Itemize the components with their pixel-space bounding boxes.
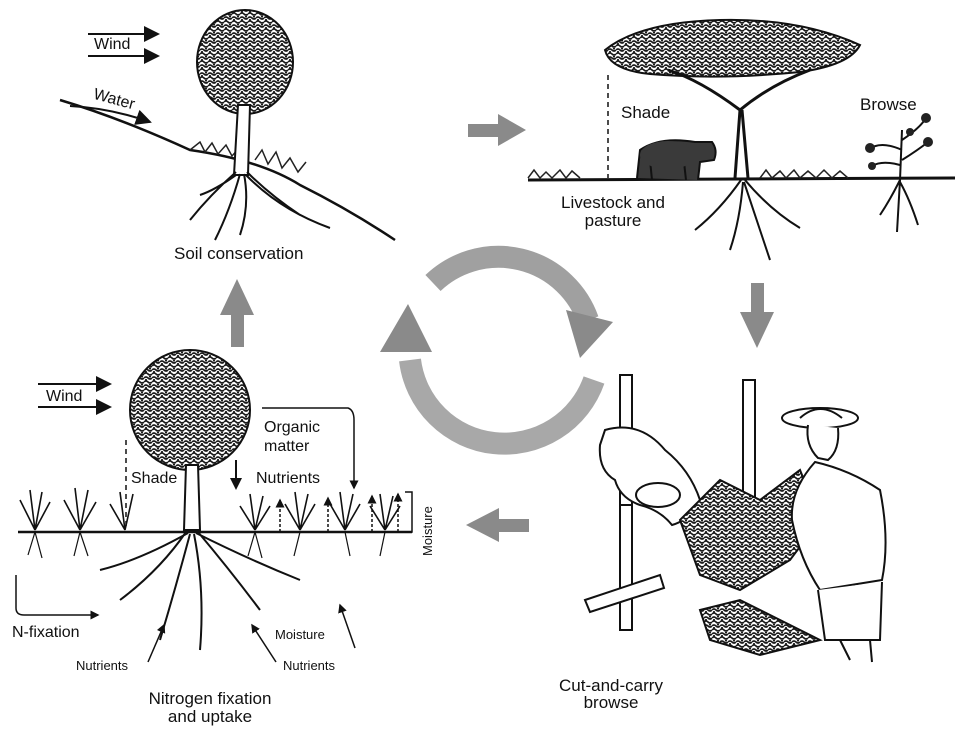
soil-wind-label: Wind (94, 36, 130, 54)
livestock-caption-line1: Livestock and (553, 193, 673, 213)
cycle-arrows (380, 257, 613, 444)
nitrogen-caption-line2: and uptake (120, 708, 300, 726)
soil-conservation-caption: Soil conservation (174, 244, 303, 264)
organic-matter-line2: matter (264, 437, 320, 456)
moisture-right-label: Moisture (275, 627, 325, 642)
n-fixation-label: N-fixation (12, 624, 80, 642)
flow-arrow-down (740, 283, 774, 348)
moisture-vertical-label: Moisture (420, 506, 435, 556)
livestock-shade-label: Shade (621, 103, 670, 123)
nitrogen-wind-label: Wind (46, 388, 82, 406)
browse-label: Browse (860, 95, 917, 115)
livestock-caption-line2: pasture (553, 211, 673, 231)
nitrogen-fixation-caption: Nitrogen fixation and uptake (120, 690, 300, 726)
cut-and-carry-caption-line2: browse (546, 693, 676, 713)
cut-and-carry-illustration (585, 375, 886, 662)
nutrients-top-label: Nutrients (256, 470, 320, 488)
flow-arrow-up (220, 279, 254, 347)
flow-arrow-right (468, 114, 526, 146)
livestock-caption: Livestock and pasture (553, 193, 673, 231)
cut-and-carry-caption: Cut-and-carry browse (546, 676, 676, 713)
organic-matter-line1: Organic (264, 418, 320, 437)
nutrients-right-label: Nutrients (283, 658, 335, 673)
flow-arrow-left (466, 508, 529, 542)
nutrients-left-label: Nutrients (76, 658, 128, 673)
nitrogen-caption-line1: Nitrogen fixation (120, 690, 300, 708)
nitrogen-shade-label: Shade (131, 470, 177, 488)
organic-matter-label: Organic matter (264, 418, 320, 456)
